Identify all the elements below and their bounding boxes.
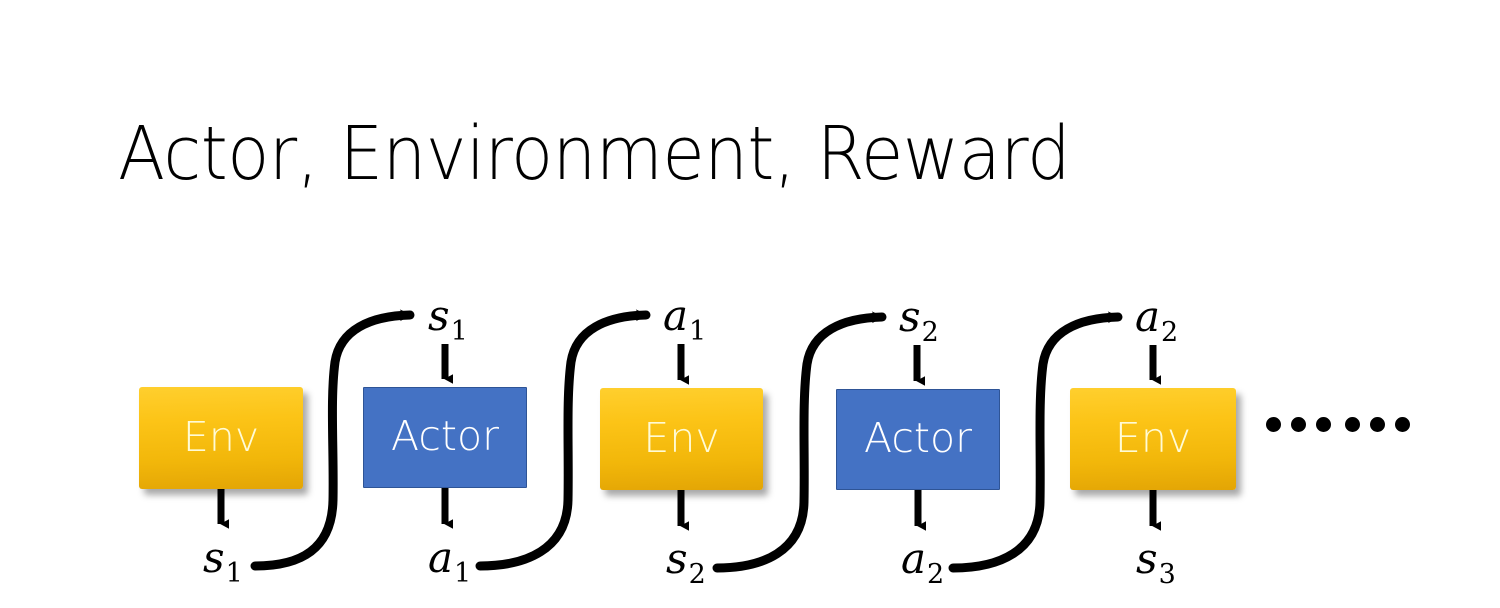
label-state-s2-top: s2 [899, 296, 939, 347]
label-state-s1-top: s1 [428, 295, 468, 346]
arrow-label-to-node-group [441, 344, 1161, 386]
math-subscript: 1 [689, 316, 707, 347]
math-base: a [1135, 292, 1161, 341]
node-env-1[interactable]: Env [139, 387, 303, 489]
math-base: a [663, 291, 689, 340]
math-subscript: 1 [454, 558, 472, 589]
math-base: s [899, 292, 921, 341]
node-label: Actor [391, 412, 499, 460]
node-actor-1[interactable]: Actor [363, 387, 527, 488]
math-subscript: 2 [921, 317, 939, 348]
label-action-a2-top: a2 [1135, 296, 1178, 347]
node-label: Env [643, 413, 720, 462]
math-subscript: 2 [1161, 317, 1179, 348]
node-env-2[interactable]: Env [600, 388, 763, 490]
page-title: Actor, Environment, Reward [118, 111, 1071, 197]
label-action-a1-top: a1 [663, 295, 706, 346]
math-base: s [428, 291, 450, 340]
math-subscript: 1 [450, 316, 468, 347]
node-label: Env [1114, 413, 1192, 462]
math-base: a [428, 533, 454, 582]
math-base: s [203, 533, 225, 582]
ellipsis-group-2 [1345, 417, 1410, 432]
ellipsis-dot [1266, 417, 1281, 432]
ellipsis-dot [1345, 417, 1360, 432]
math-base: s [666, 534, 688, 583]
ellipsis-continuation [1266, 417, 1414, 432]
node-label: Env [182, 412, 260, 461]
ellipsis-group-1 [1266, 417, 1331, 432]
math-subscript: 2 [927, 559, 945, 590]
ellipsis-dot [1291, 417, 1306, 432]
arrow-node-to-label-group [217, 488, 1161, 531]
node-label: Actor [864, 414, 972, 462]
math-subscript: 1 [225, 558, 243, 589]
label-state-s3-bottom: s3 [1136, 538, 1176, 589]
math-subscript: 2 [688, 559, 706, 590]
node-env-3[interactable]: Env [1070, 388, 1236, 490]
ellipsis-dot [1395, 417, 1410, 432]
math-base: s [1136, 534, 1158, 583]
label-action-a1-bottom: a1 [428, 537, 471, 588]
label-state-s2-bottom: s2 [666, 538, 706, 589]
label-action-a2-bottom: a2 [901, 538, 944, 589]
label-state-s1-bottom: s1 [203, 537, 243, 588]
ellipsis-dot [1316, 417, 1331, 432]
node-actor-2[interactable]: Actor [836, 389, 1000, 490]
ellipsis-dot [1370, 417, 1385, 432]
math-base: a [901, 534, 927, 583]
math-subscript: 3 [1158, 559, 1176, 590]
